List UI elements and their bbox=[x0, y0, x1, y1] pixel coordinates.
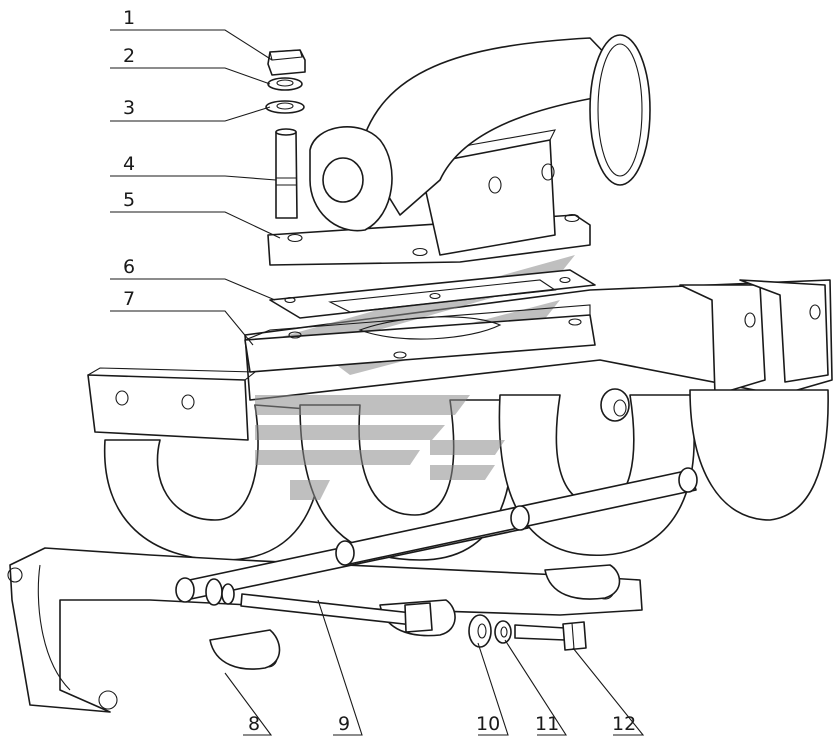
callout-6: 6 bbox=[123, 256, 135, 278]
outlet-elbow-pipe-5 bbox=[267, 34, 651, 266]
callout-8: 8 bbox=[248, 713, 260, 735]
gasket-6 bbox=[269, 269, 596, 319]
callout-10: 10 bbox=[476, 713, 500, 735]
callout-1: 1 bbox=[123, 7, 135, 29]
callout-12: 12 bbox=[612, 713, 636, 735]
bolt-12 bbox=[514, 621, 587, 651]
leader-lines bbox=[110, 29, 645, 736]
flat-washer-3 bbox=[265, 100, 305, 114]
callout-11: 11 bbox=[535, 713, 559, 735]
callout-7: 7 bbox=[123, 288, 135, 310]
callout-9: 9 bbox=[338, 713, 350, 735]
long-bolt-9 bbox=[205, 578, 433, 633]
callout-2: 2 bbox=[123, 45, 135, 67]
callout-3: 3 bbox=[123, 97, 135, 119]
flat-washer-10 bbox=[468, 614, 492, 648]
stud-bolt-4 bbox=[275, 128, 298, 219]
lock-washer-11 bbox=[494, 620, 512, 644]
nut-1 bbox=[267, 49, 306, 76]
lock-washer-2 bbox=[267, 77, 303, 91]
callout-4: 4 bbox=[123, 153, 135, 175]
callout-5: 5 bbox=[123, 189, 135, 211]
flange-gasket-plate-7 bbox=[244, 304, 596, 373]
